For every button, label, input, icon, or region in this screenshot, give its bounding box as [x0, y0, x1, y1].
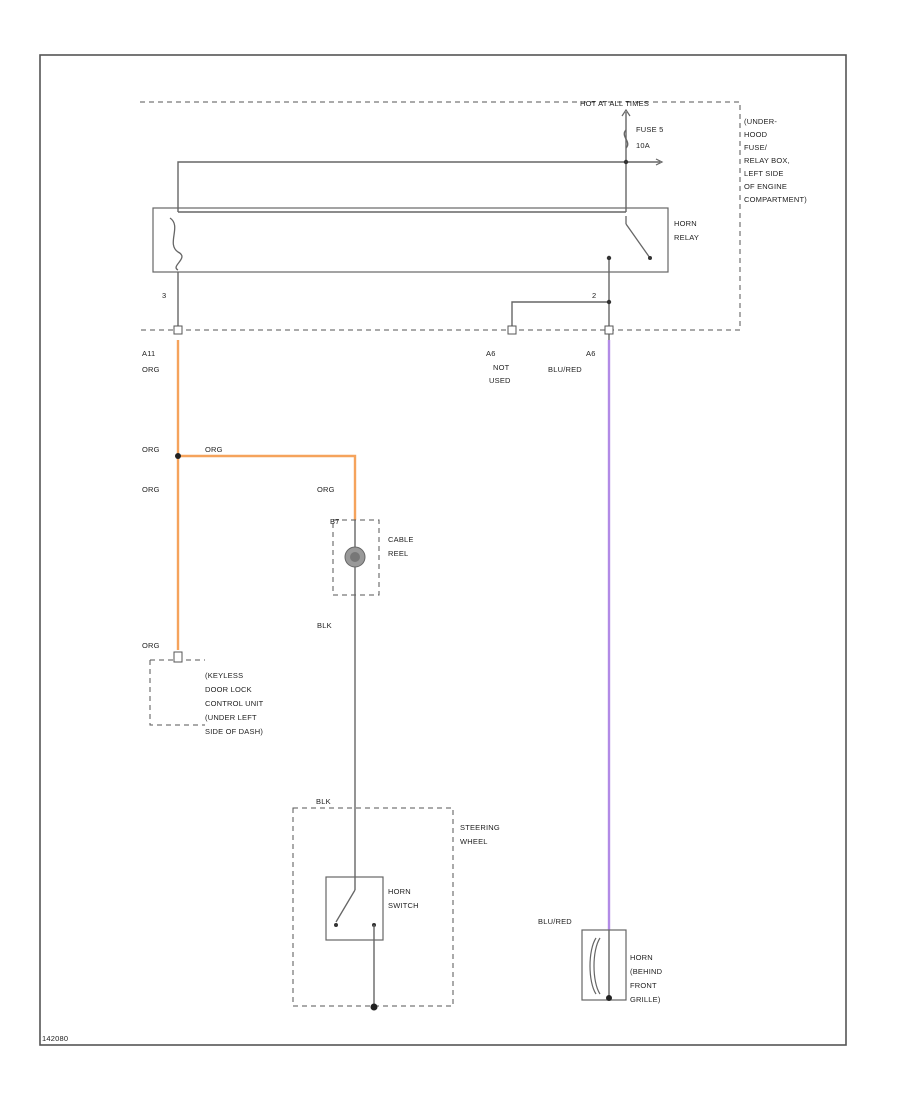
top-feed-wire	[177, 161, 660, 212]
relay-contact-2	[606, 255, 612, 261]
horn-label: GRILLE)	[630, 995, 661, 1004]
keyless-connector-pin	[173, 651, 183, 663]
wire-color-label: ORG	[142, 641, 160, 650]
fuse-rating-label: 10A	[636, 141, 650, 150]
cable-reel-label: CABLE	[388, 535, 414, 544]
cable-reel-outline	[332, 519, 380, 596]
fuse-relay-box-outline	[140, 101, 741, 331]
keyless-unit-outline	[149, 659, 205, 726]
horn-switch-label: HORN	[388, 887, 411, 896]
horn-switch-blade	[335, 889, 356, 923]
fuse-box-location-line: COMPARTMENT)	[744, 195, 807, 204]
cable-reel-pin-label: B7	[330, 517, 340, 526]
horn-relay-box	[152, 207, 669, 273]
connector-a6-not-used-pin	[507, 325, 517, 335]
wire-color-label: ORG	[205, 445, 223, 454]
horn-label: (BEHIND	[630, 967, 663, 976]
pin-3-label: 3	[162, 291, 166, 300]
keyless-unit-label: (UNDER LEFT	[205, 713, 257, 722]
connector-a6-label: A6	[586, 349, 596, 358]
fuse-box-location-line: LEFT SIDE	[744, 169, 784, 178]
connector-a6-not-used-label: A6	[486, 349, 496, 358]
steering-wheel-outline	[292, 807, 454, 1007]
wire-color-label: ORG	[142, 365, 160, 374]
horn-icon-inner	[589, 937, 597, 995]
relay-coil-symbol	[169, 217, 183, 271]
fuse-box-location-line: (UNDER-	[744, 117, 777, 126]
diagram-frame	[39, 54, 847, 1046]
fuse-splice-dot	[623, 159, 629, 165]
connector-a6-pin	[604, 325, 614, 335]
fuse-feed-arrow	[621, 108, 631, 117]
pin-2-label: 2	[592, 291, 596, 300]
horn-ground-icon	[606, 995, 612, 1001]
relay-switch-contact	[648, 256, 652, 260]
fuse-box-location-line: OF ENGINE	[744, 182, 787, 191]
keyless-unit-label: (KEYLESS	[205, 671, 243, 680]
horn-switch-box	[325, 876, 384, 941]
top-wire-arrow	[655, 158, 664, 166]
wire-color-label: BLU/RED	[538, 917, 572, 926]
org-wire-branch	[178, 454, 357, 520]
horn-icon	[593, 937, 601, 995]
fuse-box-location-line: HOOD	[744, 130, 768, 139]
connector-a11-pin	[173, 325, 183, 335]
horn-label: FRONT	[630, 981, 657, 990]
fuse-5-symbol	[623, 129, 629, 149]
steering-wheel-label: STEERING	[460, 823, 500, 832]
fuse-box-location-line: RELAY BOX,	[744, 156, 790, 165]
horn-switch-contact-left	[334, 923, 338, 927]
not-used-label: NOT	[493, 363, 510, 372]
ground-icon	[370, 1003, 378, 1011]
cable-reel-label: REEL	[388, 549, 408, 558]
wire-color-label: BLU/RED	[548, 365, 582, 374]
diagram-id-label: 142080	[42, 1034, 68, 1043]
cable-reel-center	[350, 552, 360, 562]
keyless-unit-label: CONTROL UNIT	[205, 699, 264, 708]
not-used-label: USED	[489, 376, 511, 385]
steering-wheel-label: WHEEL	[460, 837, 488, 846]
horn-relay-label: RELAY	[674, 233, 699, 242]
wire-color-label: ORG	[317, 485, 335, 494]
relay-branch-dot	[606, 299, 612, 305]
wire-color-label: ORG	[142, 485, 160, 494]
relay-switch-blade	[625, 223, 651, 259]
keyless-unit-label: DOOR LOCK	[205, 685, 252, 694]
keyless-unit-label: SIDE OF DASH)	[205, 727, 263, 736]
not-used-branch-wire	[511, 301, 609, 328]
fuse-box-location-line: FUSE/	[744, 143, 768, 152]
horn-relay-label: HORN	[674, 219, 697, 228]
hot-at-all-times-label: HOT AT ALL TIMES	[580, 99, 649, 108]
horn-label: HORN	[630, 953, 653, 962]
wire-color-label: BLK	[317, 621, 332, 630]
steering-pin-label: BLK	[316, 797, 331, 806]
org-splice-dot	[175, 453, 181, 459]
horn-switch-label: SWITCH	[388, 901, 419, 910]
connector-a11-label: A11	[142, 349, 155, 358]
wire-color-label: ORG	[142, 445, 160, 454]
horn-outline	[581, 929, 627, 1001]
fuse-label: FUSE 5	[636, 125, 663, 134]
